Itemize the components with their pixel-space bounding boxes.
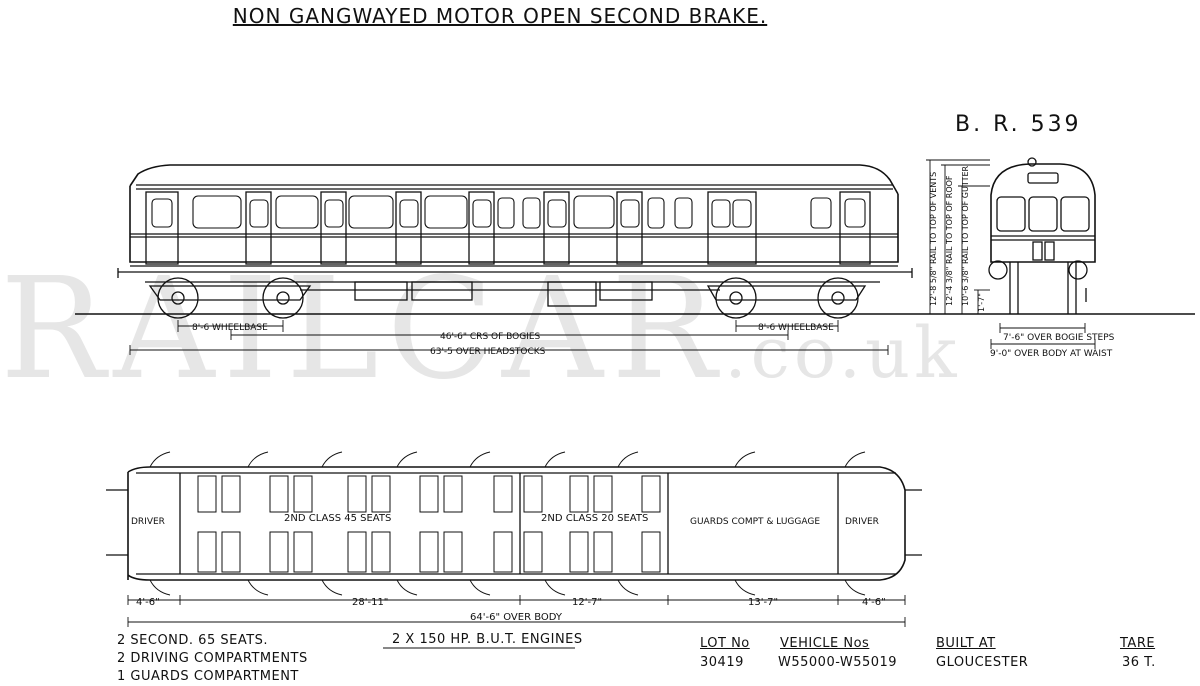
side-doors [145, 191, 871, 265]
side-dimension-lines [129, 320, 889, 355]
over-bogie-steps-label: 7'-6" OVER BOGIE STEPS [1003, 333, 1115, 343]
plan-dimension-lines [127, 595, 906, 627]
built-value: GLOUCESTER [936, 655, 1029, 670]
vehicle-label: VEHICLE Nos [780, 636, 870, 651]
diagram-reference: B. R. 539 [955, 112, 1082, 137]
tare-label: TARE [1120, 636, 1156, 651]
roof-line [129, 164, 899, 195]
summary-driving-compartments: 2 DRIVING COMPARTMENTS [117, 651, 308, 666]
end-dimension-lines [926, 159, 1096, 349]
engines-label: 2 X 150 HP. B.U.T. ENGINES [392, 632, 583, 647]
tare-value: 36 T. [1122, 655, 1156, 670]
wheelbase-left-label: 8'-6 WHEELBASE [192, 323, 268, 333]
end-elevation [988, 157, 1096, 314]
dim-over-body: 64'-6" OVER BODY [470, 612, 563, 623]
body-side [129, 186, 899, 263]
bogie-right [706, 277, 867, 319]
dim-cab-left: 4'-6" [136, 597, 160, 608]
bogie-left [148, 277, 312, 319]
dim-saloon-20: 12'-7" [572, 597, 602, 608]
plan-driver-right: DRIVER [845, 517, 879, 527]
rail-top-vents-label: 12'-8 5/8" RAIL TO TOP OF VENTS [929, 172, 938, 306]
plan-guards-compartment: GUARDS COMPT & LUGGAGE [690, 517, 820, 527]
plan-seat-bays [197, 475, 661, 573]
side-elevation [75, 164, 1195, 355]
lot-value: 30419 [700, 655, 744, 670]
plan-door-swings [149, 451, 866, 596]
side-windows [151, 195, 866, 229]
built-label: BUILT AT [936, 636, 996, 651]
watermark: RAILCAR.co.uk [0, 248, 961, 411]
underframe [145, 281, 880, 307]
rail-top-gutter-label: 10'-6 3/8" RAIL TO TOP OF GUTTER [961, 165, 970, 306]
vehicle-value: W55000-W55019 [778, 655, 898, 670]
over-headstocks-label: 63'-5 OVER HEADSTOCKS [430, 347, 546, 357]
watermark-main: RAILCAR [0, 248, 725, 411]
plan-second-class-20: 2ND CLASS 20 SEATS [541, 513, 648, 524]
drawing-title: NON GANGWAYED MOTOR OPEN SECOND BRAKE. [232, 4, 768, 28]
summary-guards-compartment: 1 GUARDS COMPARTMENT [117, 669, 299, 684]
plan-view [106, 451, 922, 596]
summary-block: 2 SECOND. 65 SEATS. 2 DRIVING COMPARTMEN… [117, 632, 308, 686]
wheelbase-right-label: 8'-6 WHEELBASE [758, 323, 834, 333]
dim-saloon-45: 28'-11" [352, 597, 388, 608]
plan-driver-left: DRIVER [131, 517, 165, 527]
summary-seats: 2 SECOND. 65 SEATS. [117, 633, 269, 648]
dim-guards: 13'-7" [748, 597, 778, 608]
step-height-label: 1'-7" [977, 293, 986, 312]
dim-cab-right: 4'-6" [862, 597, 886, 608]
over-body-waist-label: 9'-0" OVER BODY AT WAIST [990, 349, 1113, 359]
crs-bogies-label: 46'-6" CRS OF BOGIES [440, 332, 541, 342]
plan-second-class-45: 2ND CLASS 45 SEATS [284, 513, 391, 524]
rail-top-roof-label: 12'-4 3/8" RAIL TO TOP OF ROOF [945, 175, 954, 306]
lot-label: LOT No [700, 636, 750, 651]
